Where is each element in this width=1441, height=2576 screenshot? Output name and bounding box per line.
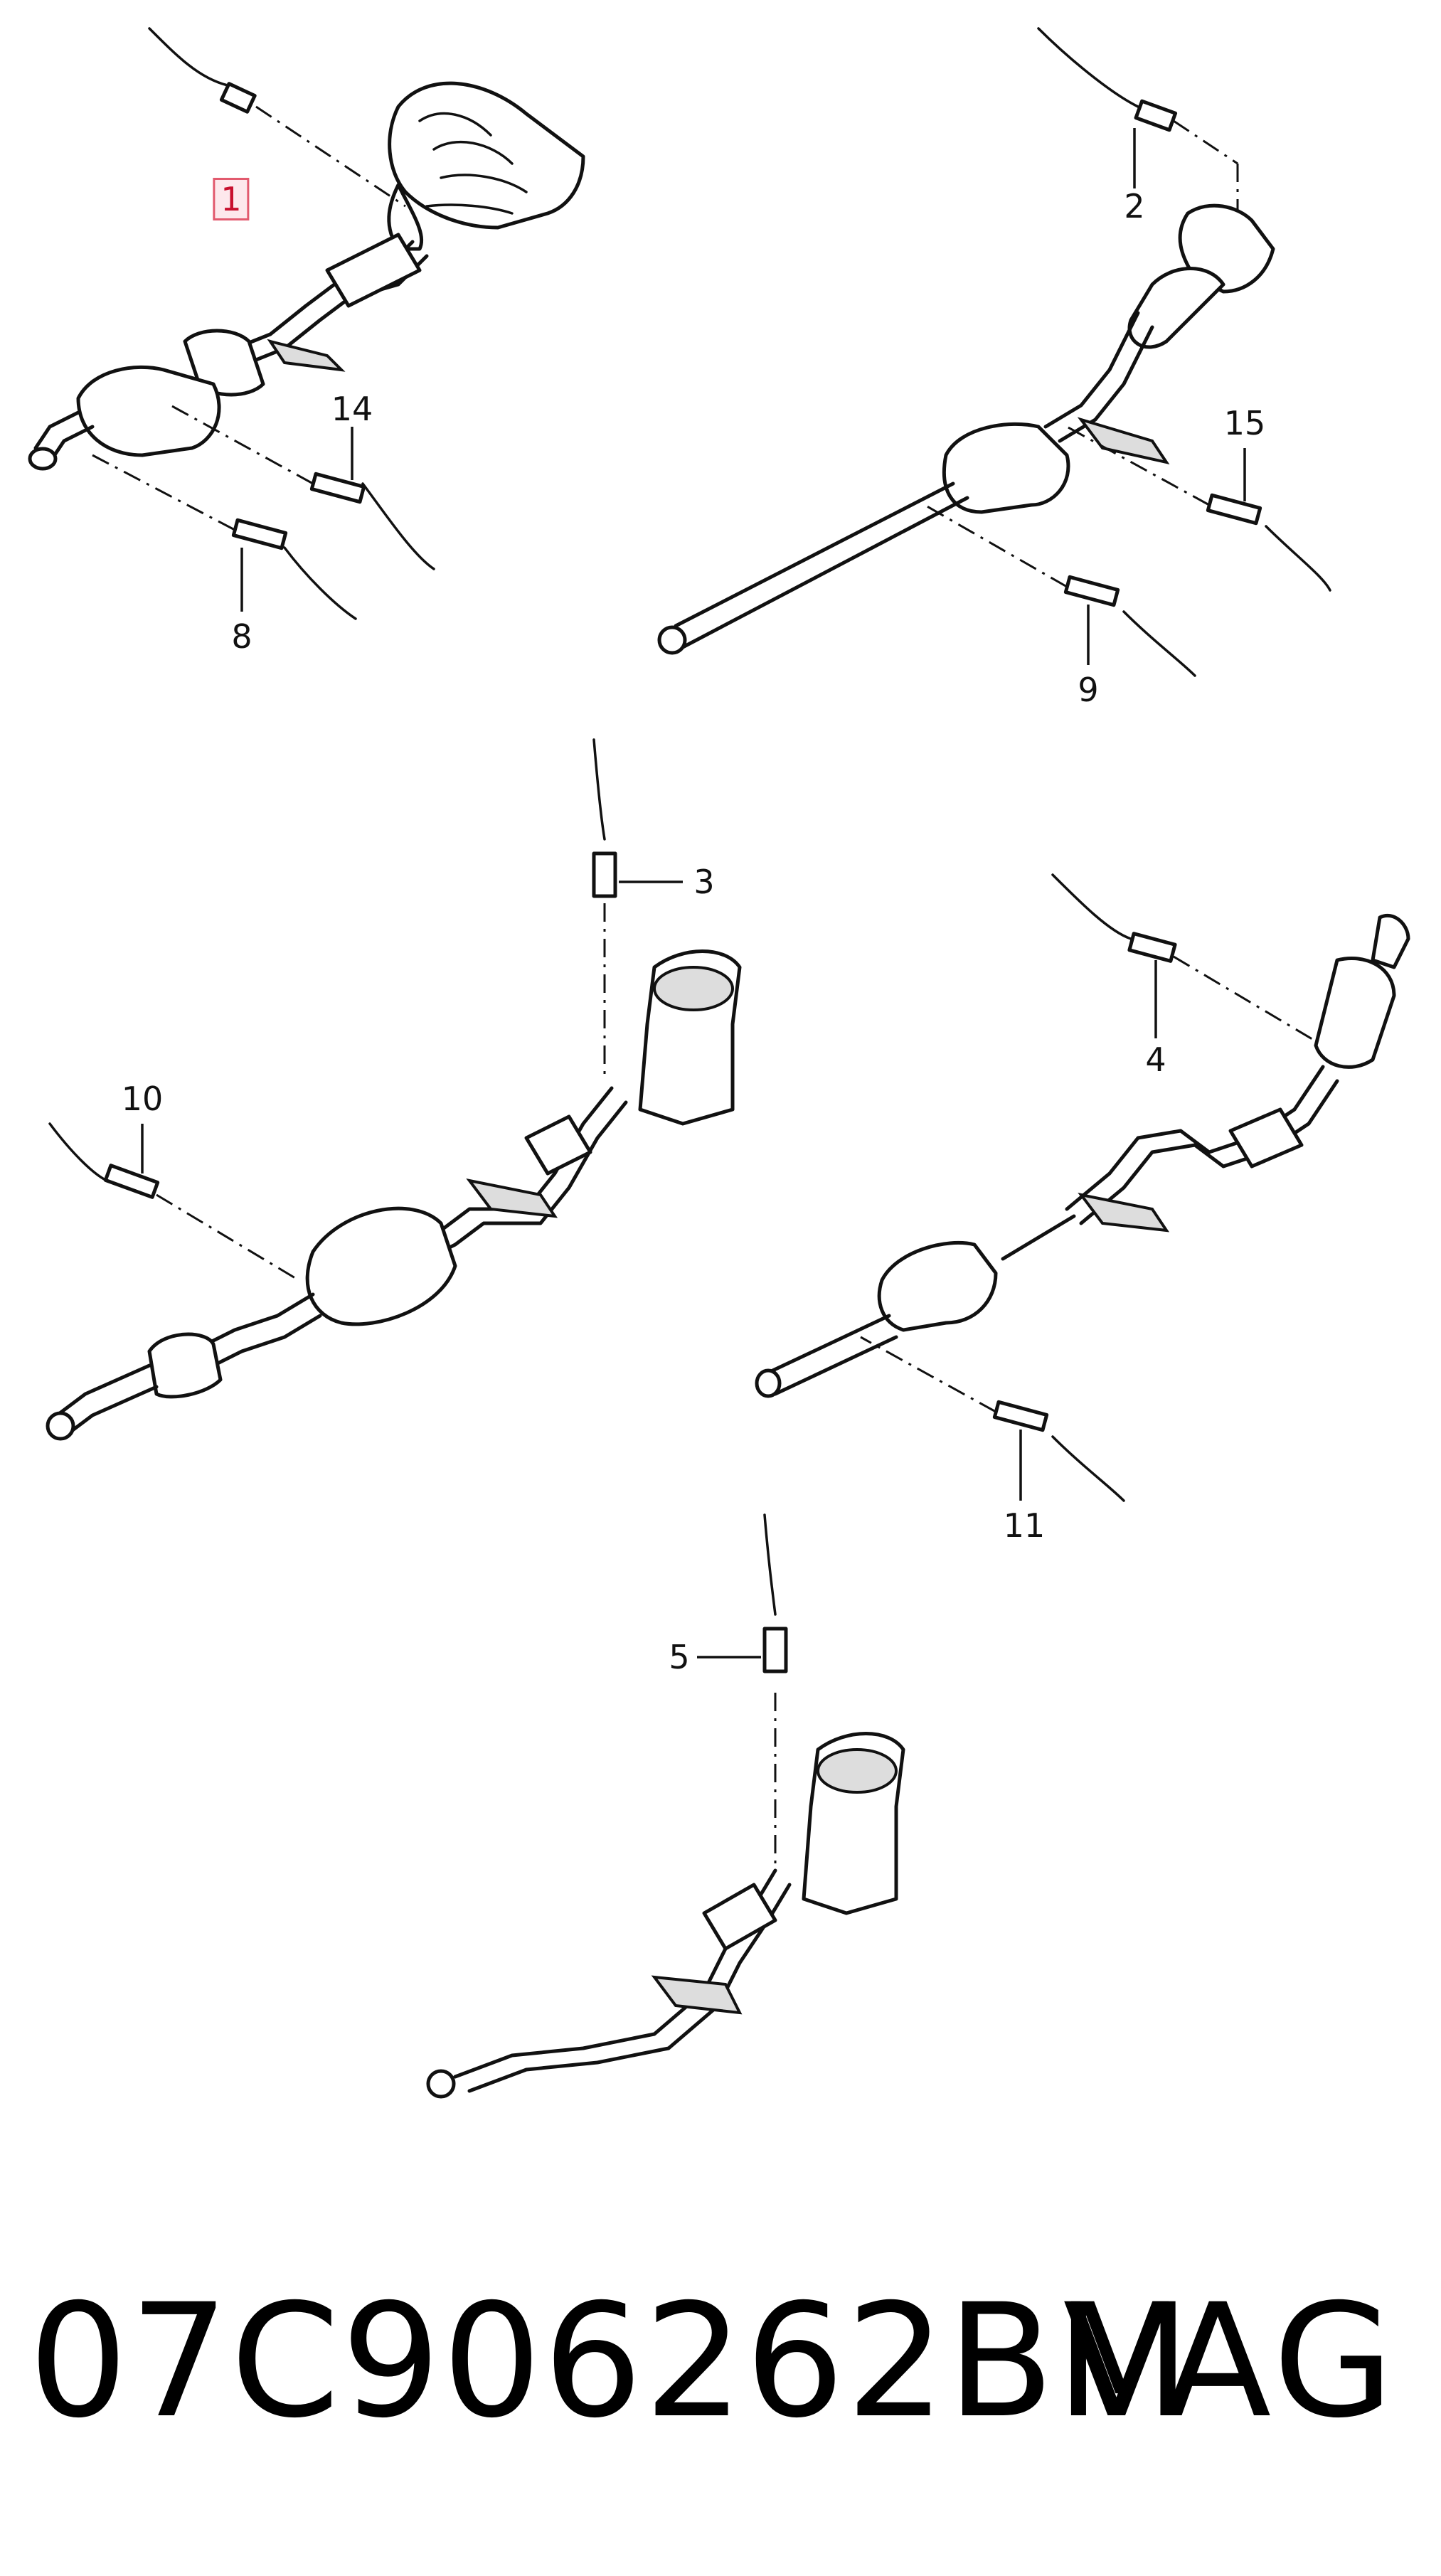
part-number: 07C906262BM bbox=[28, 2270, 1193, 2452]
callout-1[interactable]: 1 bbox=[213, 178, 250, 220]
callout-14[interactable]: 14 bbox=[331, 390, 373, 428]
callout-4[interactable]: 4 bbox=[1145, 1040, 1166, 1079]
callout-11[interactable]: 11 bbox=[1003, 1506, 1046, 1545]
callout-8[interactable]: 8 bbox=[231, 617, 252, 656]
brand-name: VAG bbox=[1063, 2270, 1398, 2452]
callout-5[interactable]: 5 bbox=[669, 1638, 690, 1676]
callout-2[interactable]: 2 bbox=[1124, 187, 1145, 225]
exhaust-assembly-d bbox=[755, 873, 1410, 1502]
exhaust-assembly-b bbox=[657, 27, 1331, 677]
callout-9[interactable]: 9 bbox=[1078, 671, 1099, 709]
callout-10[interactable]: 10 bbox=[121, 1080, 164, 1118]
exhaust-assembly-c bbox=[46, 738, 742, 1441]
exhaust-assembly-a bbox=[28, 27, 585, 620]
callout-15[interactable]: 15 bbox=[1223, 404, 1266, 442]
callout-3[interactable]: 3 bbox=[693, 863, 715, 901]
exhaust-assembly-e bbox=[426, 1513, 905, 2099]
